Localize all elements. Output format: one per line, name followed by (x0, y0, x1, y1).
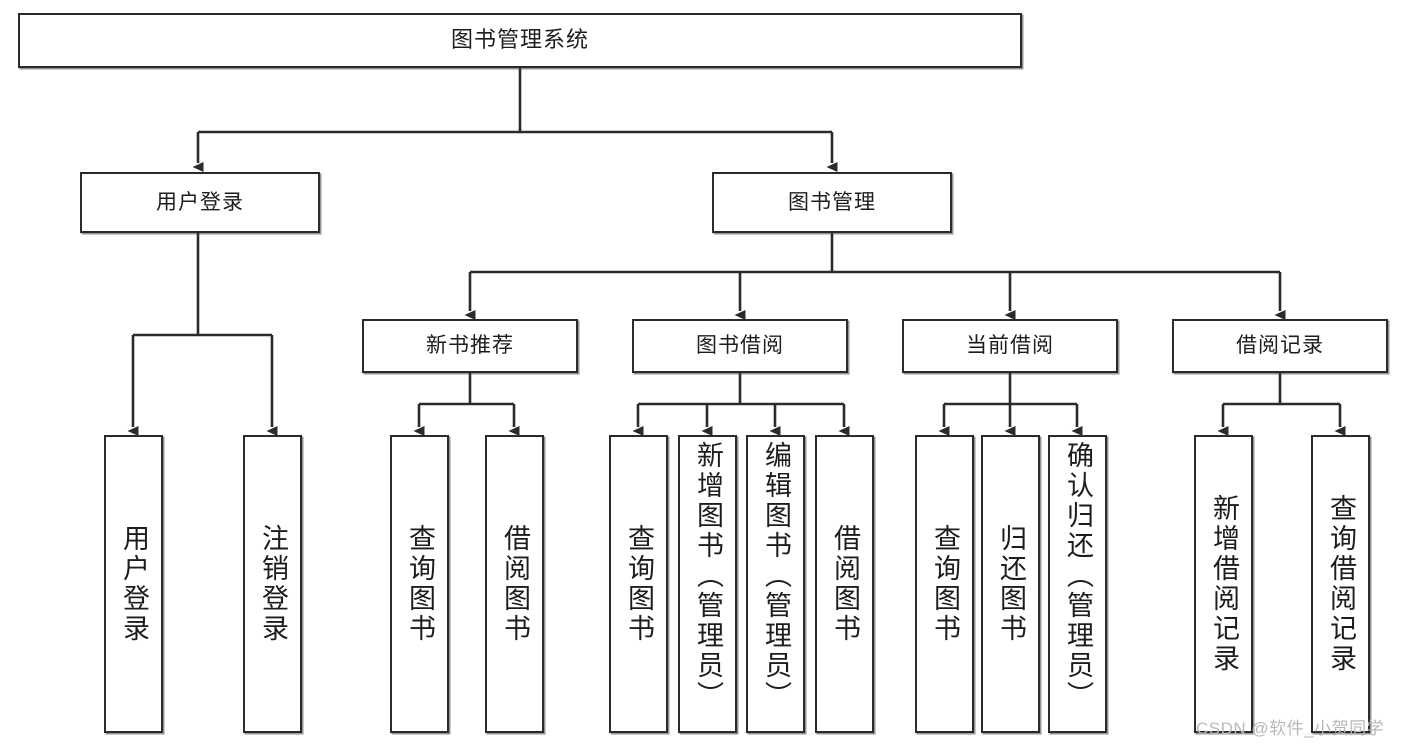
leaf-return-book[interactable]: 归还图书 (981, 435, 1040, 733)
node-borrow-record-label: 借阅记录 (1236, 334, 1324, 358)
node-current-borrow[interactable]: 当前借阅 (902, 319, 1118, 373)
leaf-add-borrow-record-label: 新增借阅记录 (1209, 494, 1239, 674)
node-root-label: 图书管理系统 (450, 27, 589, 53)
leaf-add-book[interactable]: 新增图书（管理员） (678, 435, 737, 733)
leaf-edit-book-label: 编辑图书（管理员） (761, 441, 791, 711)
node-book-management-label: 图书管理 (788, 190, 876, 214)
leaf-confirm-return-label: 确认归还（管理员） (1063, 441, 1093, 711)
leaf-query-borrow-record-label: 查询借阅记录 (1326, 494, 1356, 674)
leaf-query-book-2[interactable]: 查询图书 (609, 435, 668, 733)
leaf-query-borrow-record[interactable]: 查询借阅记录 (1311, 435, 1370, 733)
leaf-edit-book[interactable]: 编辑图书（管理员） (746, 435, 805, 733)
node-new-book-recommend-label: 新书推荐 (426, 334, 514, 358)
leaf-query-book-2-label: 查询图书 (624, 524, 654, 644)
leaf-user-login[interactable]: 用户登录 (104, 435, 163, 733)
leaf-confirm-return[interactable]: 确认归还（管理员） (1048, 435, 1107, 733)
watermark: CSDN @软件_小贺同学 (1196, 719, 1385, 738)
leaf-borrow-book-1-label: 借阅图书 (500, 524, 530, 644)
leaf-user-login-label: 用户登录 (119, 524, 149, 644)
leaf-return-book-label: 归还图书 (996, 524, 1026, 644)
leaf-user-logout-label: 注销登录 (258, 524, 288, 644)
leaf-query-book-1-label: 查询图书 (405, 524, 435, 644)
node-user-login-label: 用户登录 (156, 190, 244, 214)
node-borrow-record[interactable]: 借阅记录 (1172, 319, 1388, 373)
node-root[interactable]: 图书管理系统 (18, 13, 1022, 68)
node-user-login[interactable]: 用户登录 (80, 172, 320, 233)
leaf-borrow-book-2-label: 借阅图书 (830, 524, 860, 644)
leaf-borrow-book-2[interactable]: 借阅图书 (815, 435, 874, 733)
leaf-query-book-3[interactable]: 查询图书 (915, 435, 974, 733)
node-book-management[interactable]: 图书管理 (712, 172, 952, 233)
leaf-borrow-book-1[interactable]: 借阅图书 (485, 435, 544, 733)
leaf-query-book-1[interactable]: 查询图书 (390, 435, 449, 733)
leaf-add-borrow-record[interactable]: 新增借阅记录 (1194, 435, 1253, 733)
node-book-borrow-label: 图书借阅 (696, 334, 784, 358)
leaf-add-book-label: 新增图书（管理员） (693, 441, 723, 711)
node-current-borrow-label: 当前借阅 (966, 334, 1054, 358)
node-book-borrow[interactable]: 图书借阅 (632, 319, 848, 373)
leaf-user-logout[interactable]: 注销登录 (243, 435, 302, 733)
leaf-query-book-3-label: 查询图书 (930, 524, 960, 644)
node-new-book-recommend[interactable]: 新书推荐 (362, 319, 578, 373)
